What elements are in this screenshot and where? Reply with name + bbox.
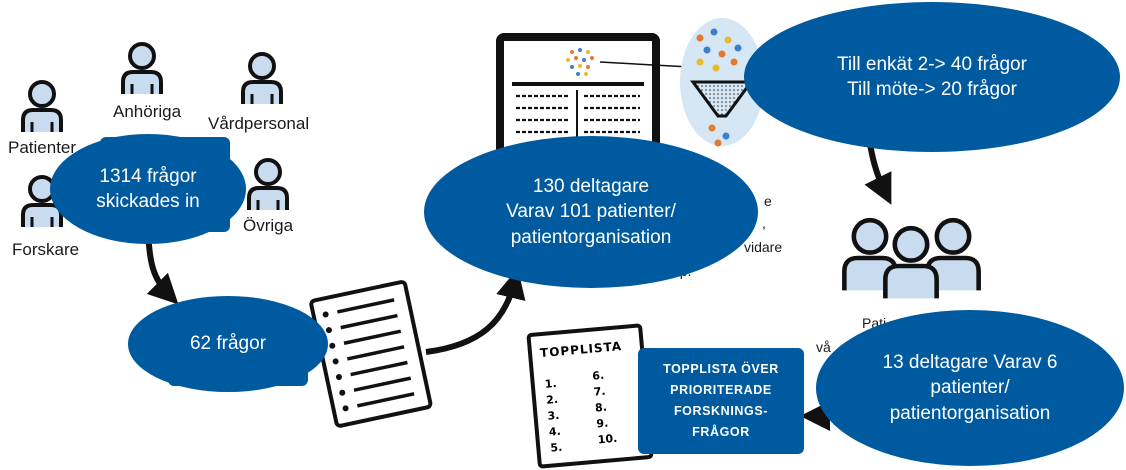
funnel-line-1: Till enkät 2-> 40 frågor [837, 53, 1027, 75]
label-patienter: Patienter [8, 138, 77, 157]
hidden-text-fragment: e [764, 193, 772, 209]
submitted-line-1: 1314 frågor [99, 165, 197, 187]
meeting-group-icon [842, 217, 981, 299]
hidden-text-fragment: vidare [744, 239, 783, 255]
meeting-participants-ellipse: 13 deltagare Varav 6 patienter/ patiento… [816, 310, 1124, 466]
submitted-questions-ellipse: 1314 frågor skickades in [50, 134, 246, 244]
person-icon-vardpersonal [241, 52, 283, 106]
hidden-text-fragment: vå [816, 339, 831, 355]
toplist-number: 9. [595, 416, 609, 431]
funnel-line-2: Till möte-> 20 frågor [847, 79, 1017, 100]
hidden-text-fragment: , [762, 215, 766, 231]
person-icon-patienter [21, 80, 63, 134]
toplist-number: 10. [597, 431, 618, 447]
toplist-title: TOPPLISTA [539, 339, 623, 361]
person-icon-anhoriga [121, 42, 163, 96]
toplist-badge: TOPPLISTA ÖVER PRIORITERADE FORSKNINGS- … [638, 348, 804, 454]
survey-line-2: Varav 101 patienter/ [506, 201, 676, 223]
toplist-number: 4. [548, 424, 562, 439]
toplist-card: TOPPLISTA 1. 2. 3. 4. 5. 6. 7. 8. 9. 10. [526, 323, 654, 469]
toplist-badge-line-3: FORSKNINGS- [673, 404, 769, 418]
label-ovriga: Övriga [243, 216, 294, 235]
label-anhoriga: Anhöriga [113, 102, 182, 121]
filtered-questions-ellipse: 62 frågor [128, 296, 328, 392]
toplist-number: 8. [594, 400, 608, 415]
survey-line-1: 130 deltagare [532, 176, 650, 198]
toplist-number: 3. [547, 408, 560, 423]
meeting-line-3: patientorganisation [889, 402, 1051, 424]
document-icon [309, 280, 433, 428]
toplist-number: 2. [545, 392, 559, 407]
funnel-icon [680, 18, 764, 147]
toplist-number: 5. [549, 440, 563, 455]
person-icon-ovriga [247, 158, 289, 212]
toplist-number: 7. [593, 384, 607, 399]
submitted-line-2: skickades in [96, 191, 200, 212]
arrow-filtered-to-survey [425, 268, 526, 355]
toplist-badge-line-1: TOPPLISTA ÖVER [663, 361, 779, 376]
meeting-line-2: patienter/ [930, 377, 1010, 399]
label-forskare: Forskare [12, 240, 80, 259]
toplist-number: 6. [591, 368, 605, 383]
label-vardpersonal: Vårdpersonal [208, 114, 310, 133]
toplist-badge-line-2: PRIORITERADE [670, 382, 772, 397]
filtered-label: 62 frågor [189, 333, 267, 355]
survey-participants-ellipse: 130 deltagare Varav 101 patienter/ patie… [424, 136, 758, 288]
toplist-badge-line-4: FRÅGOR [692, 425, 750, 440]
meeting-line-1: 13 deltagare Varav 6 [882, 352, 1058, 374]
funnel-result-ellipse: Till enkät 2-> 40 frågor Till möte-> 20 … [744, 2, 1120, 152]
toplist-number: 1. [544, 376, 558, 391]
survey-line-3: patientorganisation [510, 226, 672, 248]
